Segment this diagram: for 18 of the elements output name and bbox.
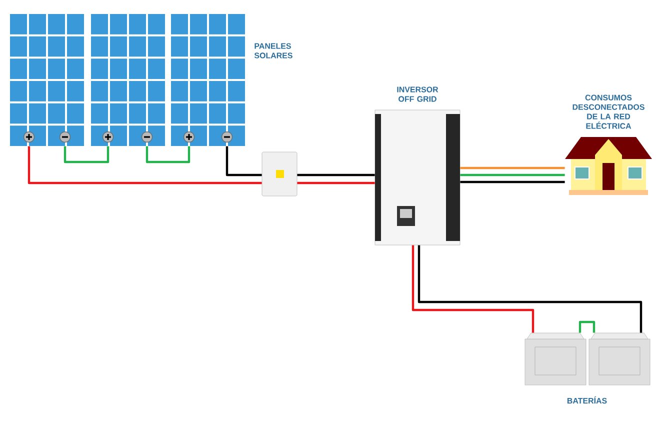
solar-panel-drawing xyxy=(91,14,165,146)
cable xyxy=(28,146,262,184)
cable xyxy=(297,182,375,184)
cable xyxy=(64,146,110,164)
solar-panel-drawing xyxy=(171,14,245,146)
cable xyxy=(460,174,565,176)
solar-panel-drawing xyxy=(10,14,84,146)
cable xyxy=(146,146,190,164)
cable xyxy=(418,245,642,333)
cable xyxy=(460,166,565,170)
battery-drawing xyxy=(588,332,650,386)
battery-drawing xyxy=(524,332,586,386)
cable xyxy=(297,174,375,176)
cable xyxy=(412,245,534,333)
cable xyxy=(226,146,262,176)
cable xyxy=(460,180,565,184)
combiner-box xyxy=(262,152,298,196)
cable xyxy=(578,320,596,333)
